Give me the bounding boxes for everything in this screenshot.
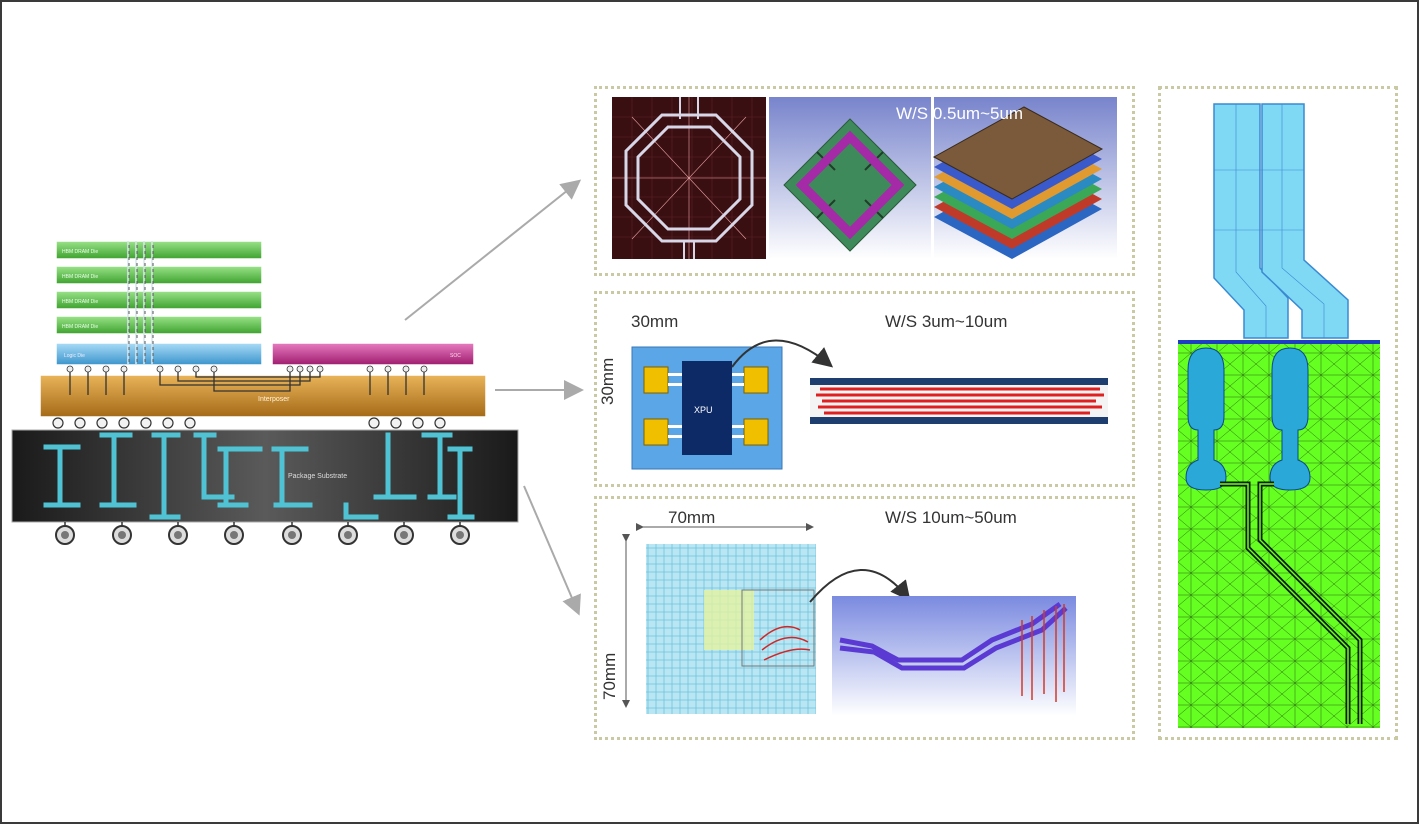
c4-bumps <box>52 417 446 429</box>
hbm-die <box>55 290 263 310</box>
hbm-die-label: HBM DRAM Die <box>62 299 98 305</box>
hbm-die-label: HBM DRAM Die <box>62 249 98 255</box>
hbm-die-label: HBM DRAM Die <box>62 324 98 330</box>
solder-balls <box>55 522 470 545</box>
chiplet-images: XPU <box>631 339 1108 470</box>
interposer-images: W/S 0.5um~5um <box>612 97 1117 259</box>
arrow-to-substrate-panel <box>523 485 581 616</box>
xpu-label: XPU <box>694 405 713 415</box>
zoom-arrow <box>809 569 911 603</box>
package-cross-section: HBM DRAM Die HBM DRAM Die HBM DRAM Die H… <box>11 240 519 545</box>
panel-chiplet-detail <box>594 291 1135 487</box>
xpu-die <box>682 361 732 455</box>
soc-die <box>271 342 475 366</box>
package-substrate <box>11 429 519 523</box>
substrate-ws-label: W/S 10um~50um <box>885 508 1017 527</box>
hbm-die-label: HBM DRAM Die <box>62 274 98 280</box>
panel-interposer-detail <box>594 86 1135 276</box>
chiplet-dim-horizontal: 30mm <box>631 312 679 331</box>
interposer <box>39 374 487 418</box>
interposer-label: Interposer <box>258 396 290 403</box>
substrate-images <box>622 523 1076 716</box>
logic-die <box>55 342 263 366</box>
hbm-die <box>55 315 263 335</box>
chiplet-ws-label: W/S 3um~10um <box>885 312 1008 331</box>
panel-substrate-detail <box>594 496 1135 740</box>
hbm-die <box>55 240 263 260</box>
panel-mesh-detail <box>1158 86 1398 740</box>
mesh-images <box>1178 100 1380 728</box>
logic-die-label: Logic Die <box>64 353 85 359</box>
hbm-stack: HBM DRAM Die HBM DRAM Die HBM DRAM Die H… <box>55 240 263 335</box>
interposer-ws-label: W/S 0.5um~5um <box>896 104 1023 123</box>
substrate-vias <box>43 432 475 520</box>
tsv-lines <box>127 241 153 365</box>
arrow-to-interposer-panel <box>404 179 582 321</box>
trace-model-right <box>1261 103 1349 339</box>
soc-label: SOC <box>450 353 461 359</box>
microbumps <box>66 365 428 373</box>
substrate-dim-horizontal: 70mm <box>668 508 716 527</box>
hbm-die <box>55 265 263 285</box>
zoom-arrow <box>731 339 834 368</box>
via-pads <box>1185 347 1311 491</box>
chiplet-dim-vertical: 30mm <box>598 357 617 405</box>
substrate-label: Package Substrate <box>288 473 347 480</box>
